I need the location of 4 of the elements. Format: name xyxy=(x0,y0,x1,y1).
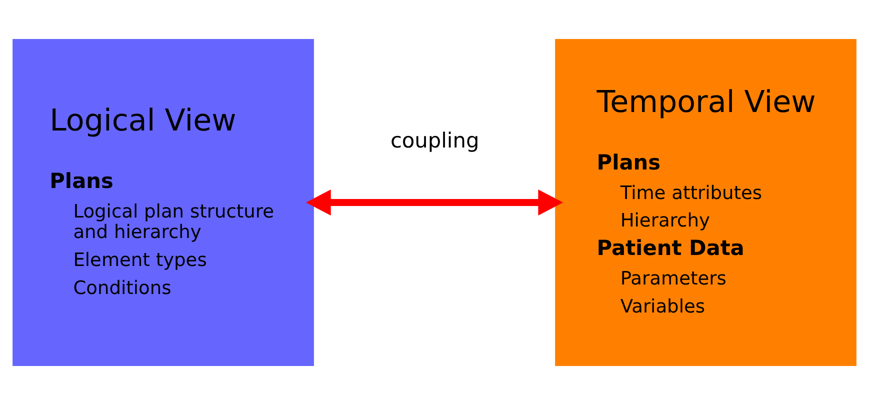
edge-label: coupling xyxy=(390,128,480,152)
node-box: Temporal View Plans Time attributes Hierarchy Patient Data Parameters Variables xyxy=(555,38,856,366)
arrow xyxy=(306,188,564,216)
node-box: Logical View Plans Logical plan structure and hierarchy Element types Conditions xyxy=(12,38,314,366)
